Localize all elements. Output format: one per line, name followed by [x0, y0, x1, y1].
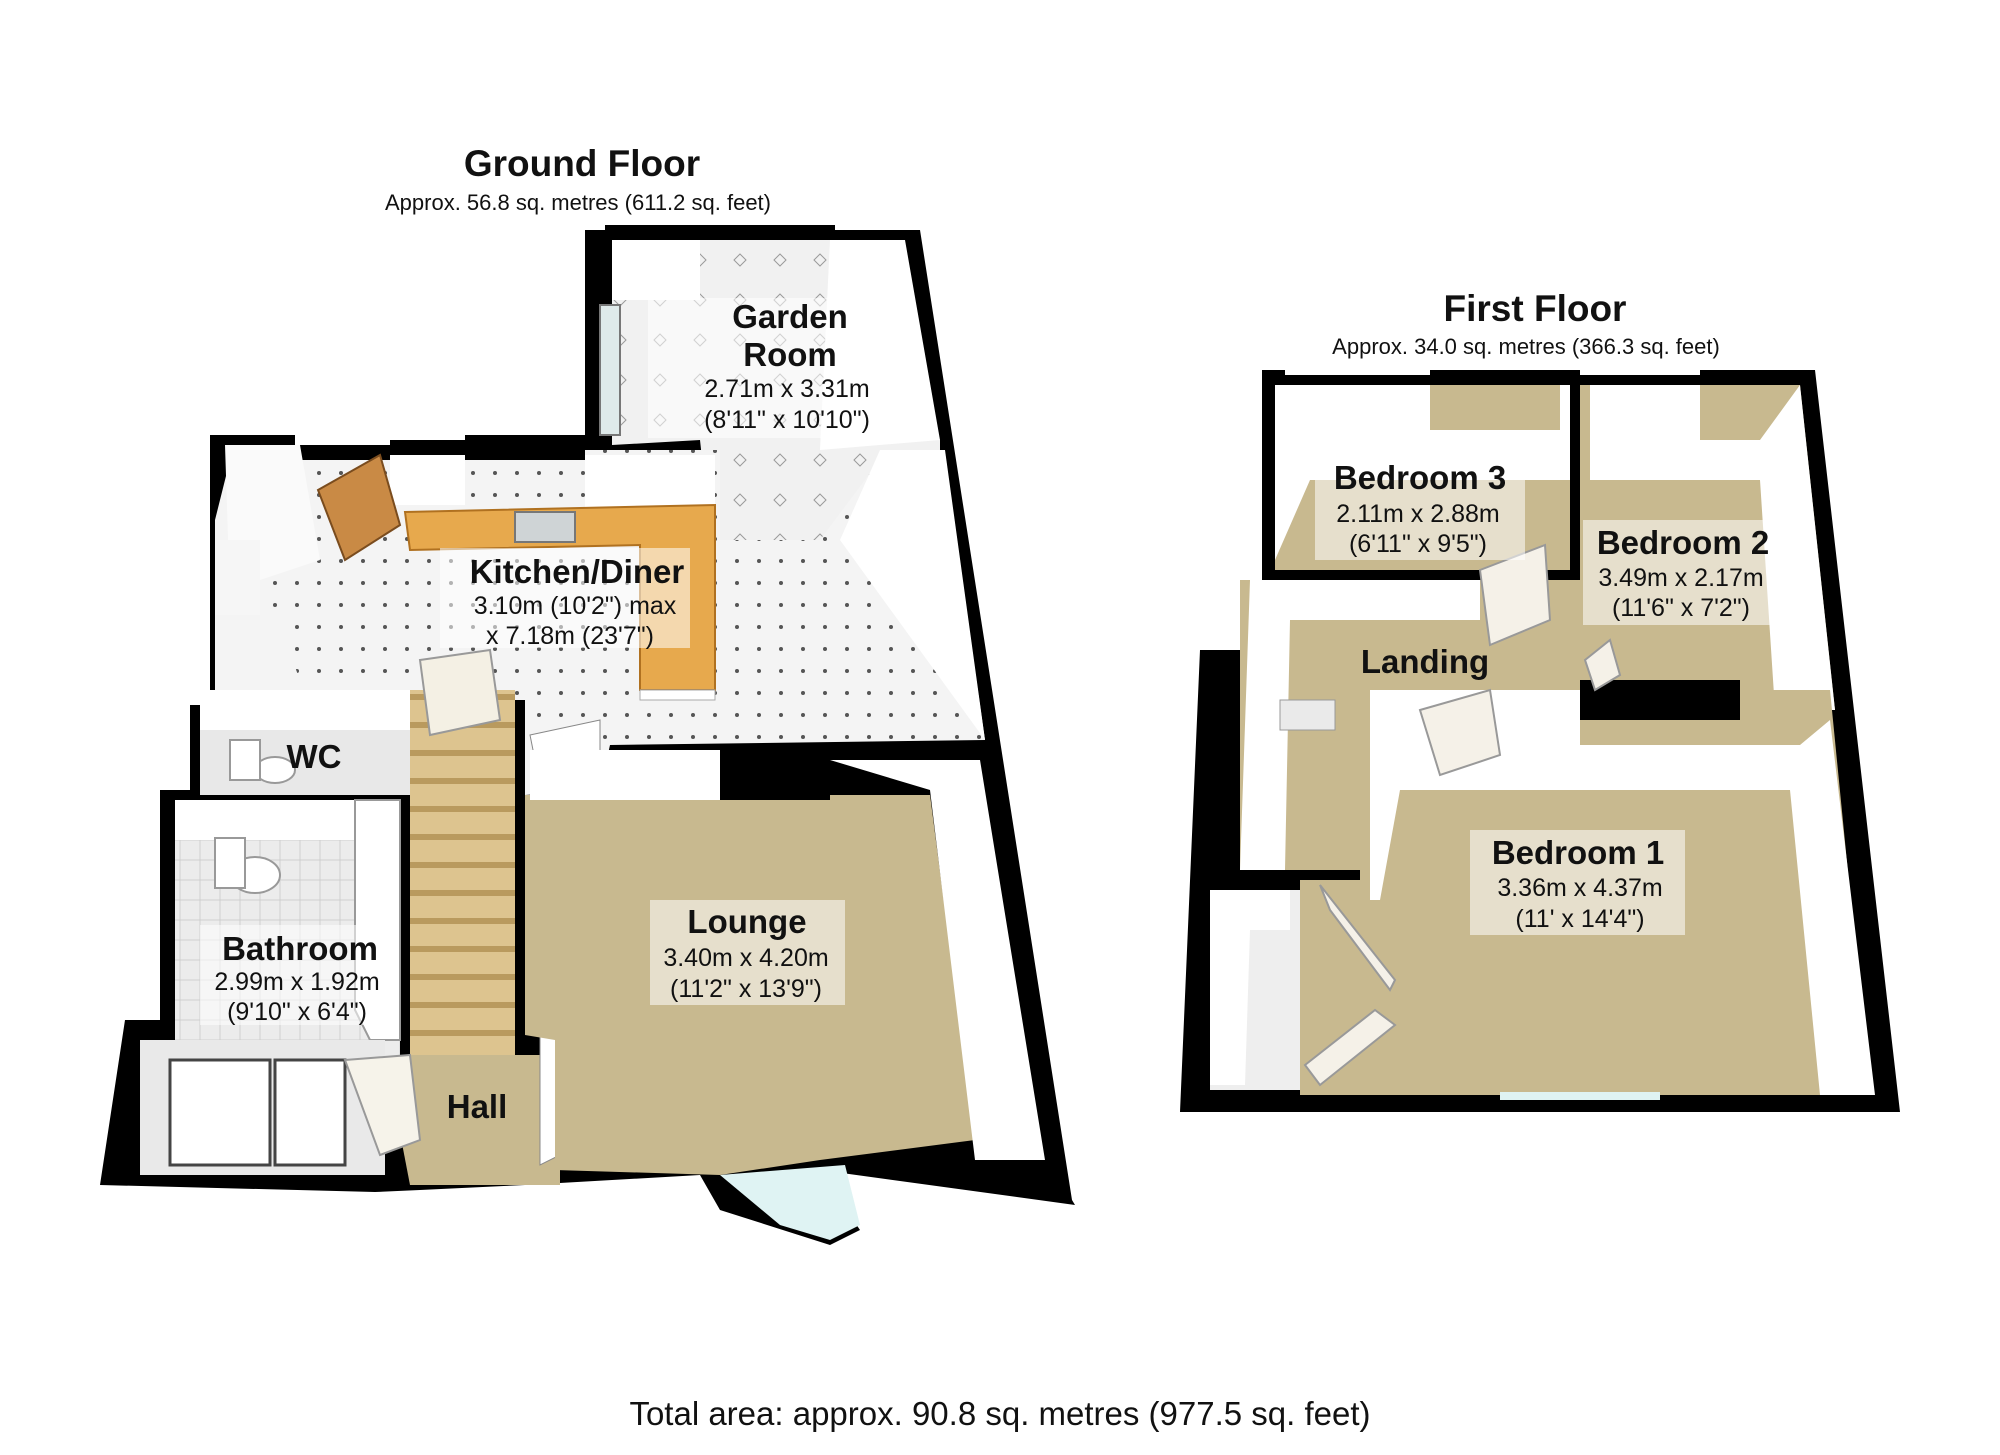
bedroom1-dims-metric: 3.36m x 4.37m [1497, 874, 1662, 902]
total-area: Total area: approx. 90.8 sq. metres (977… [629, 1395, 1370, 1432]
first-floor-plan [1180, 370, 1900, 1112]
kitchen-back-wall [585, 455, 715, 510]
bedroom2-wall [1590, 385, 1835, 710]
garden-room-name: Garden [732, 298, 848, 335]
bedroom2-name: Bedroom 2 [1597, 524, 1769, 561]
storage-cupboard-door [168, 1058, 272, 1167]
bathroom-dims-imperial: (9'10" x 6'4") [227, 998, 367, 1026]
lounge-bay-window [720, 1165, 860, 1240]
lounge-label-bg [650, 900, 845, 1005]
bathroom-door [343, 1053, 422, 1157]
bedroom2-door [1583, 638, 1622, 692]
garden-room-name-line2: Room [743, 336, 837, 373]
bedroom3-dims-imperial: (6'11" x 9'5") [1349, 530, 1487, 558]
stairs-top-door [418, 648, 502, 737]
bedroom3-name: Bedroom 3 [1334, 459, 1506, 496]
cupboard-door [1303, 1008, 1397, 1087]
kitchen-diner-dims-line1: 3.10m (10'2") max [474, 592, 677, 620]
garden-room-label-bg [648, 298, 866, 438]
bathroom-dims-metric: 2.99m x 1.92m [214, 968, 379, 996]
cupboard-door [1319, 884, 1397, 992]
first-floor-area: Approx. 34.0 sq. metres (366.3 sq. feet) [1332, 334, 1720, 359]
kitchen-diner-name: Kitchen/Diner [470, 553, 685, 590]
lounge-wall [830, 760, 1045, 1160]
ground-floor-area: Approx. 56.8 sq. metres (611.2 sq. feet) [385, 190, 771, 215]
kitchen-back-wall [390, 455, 465, 505]
first-floor-title: First Floor [1444, 288, 1627, 329]
wc-cistern [229, 739, 261, 781]
landing-wall [1240, 580, 1480, 870]
garden-room-dims-metric: 2.71m x 3.31m [704, 375, 869, 403]
lounge-name: Lounge [687, 903, 806, 940]
bathroom-name: Bathroom [222, 930, 378, 967]
kitchen-cabinet [639, 689, 716, 701]
bedroom2-label-bg [1583, 520, 1783, 625]
kitchen-back-door [316, 453, 402, 562]
bedroom1-dims-imperial: (11' x 14'4") [1515, 905, 1644, 933]
bedroom2-dims-imperial: (11'6" x 7'2") [1612, 594, 1750, 622]
bedroom3-label-bg [1315, 455, 1525, 560]
garden-room-wall [612, 240, 700, 300]
kitchen-sink [514, 511, 576, 543]
landing-stair-rail [1279, 699, 1336, 731]
bathroom-cistern [214, 837, 246, 889]
hall-floor [385, 1055, 560, 1185]
bedroom1-chimney [1580, 680, 1740, 720]
lounge-dims-metric: 3.40m x 4.20m [663, 944, 828, 972]
kitchen-label-bg [440, 548, 690, 648]
garden-room-glass-door [599, 304, 621, 436]
garden-room-dims-imperial: (8'11" x 10'10") [704, 406, 870, 434]
ground-floor-plan [100, 225, 1075, 1245]
storage-cupboard-door [273, 1058, 347, 1167]
bedroom1-window [1500, 1092, 1660, 1100]
bathroom-label-bg [200, 925, 395, 1025]
kitchen-wall [215, 615, 300, 690]
hall-name: Hall [447, 1088, 508, 1125]
wc-name: WC [287, 738, 342, 775]
lounge-wall [530, 750, 720, 800]
bedroom3-dims-metric: 2.11m x 2.88m [1336, 500, 1500, 528]
bedroom1-door [1418, 688, 1502, 777]
bedroom1-label-bg [1470, 830, 1685, 935]
bedroom1-wall [1370, 690, 1875, 1095]
bedroom1-name: Bedroom 1 [1492, 834, 1664, 871]
lounge-chimney-breast [720, 755, 830, 800]
hall-wall [515, 700, 525, 1025]
kitchen-diner-dims-line2: x 7.18m (23'7") [486, 622, 654, 650]
wc-wall [200, 690, 410, 730]
stairs [410, 690, 515, 1065]
kitchen-right-wall [840, 450, 985, 740]
first-floor-cupboard-wall [1210, 890, 1290, 1085]
bedroom2-dims-metric: 3.49m x 2.17m [1598, 564, 1763, 592]
lounge-dims-imperial: (11'2" x 13'9") [670, 975, 822, 1003]
landing-name: Landing [1361, 643, 1489, 680]
ground-floor-title: Ground Floor [464, 143, 700, 184]
landing-floor [1240, 580, 1580, 870]
